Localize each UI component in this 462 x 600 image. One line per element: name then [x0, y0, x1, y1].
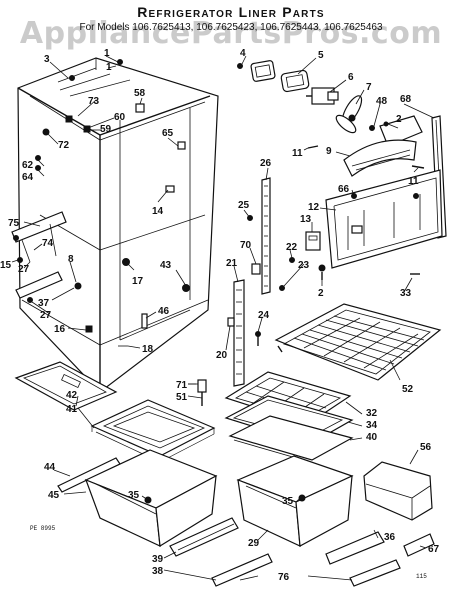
pan-handle-right-upper[interactable] — [325, 531, 385, 565]
shelf-track-upper[interactable] — [261, 177, 271, 295]
callout-3: 3 — [44, 54, 50, 65]
callout-26: 26 — [260, 158, 272, 169]
footer-left-code: PE 8995 — [30, 525, 56, 532]
callout-22: 22 — [286, 242, 298, 253]
leader-lines — [11, 55, 435, 581]
left-shelf-rails[interactable] — [11, 211, 82, 303]
callout-6: 6 — [348, 72, 354, 83]
callout-14: 14 — [152, 206, 164, 217]
callout-76: 76 — [278, 572, 290, 583]
callout-24: 24 — [258, 310, 270, 321]
drip-tray[interactable] — [14, 361, 118, 411]
callout-12: 12 — [308, 202, 320, 213]
fan-motor[interactable] — [306, 87, 339, 105]
air-duct[interactable] — [343, 139, 417, 177]
callout-71: 71 — [176, 380, 188, 391]
screws-right[interactable] — [307, 145, 425, 275]
diagram-title: Refrigerator Liner Parts — [137, 4, 325, 20]
callout-68: 68 — [400, 94, 412, 105]
watermark: AppliancePartsPros.com — [19, 16, 443, 51]
dairy-bin[interactable] — [363, 461, 433, 521]
callout-56: 56 — [420, 442, 432, 453]
evaporator-cover[interactable] — [325, 169, 443, 269]
callout-45: 45 — [48, 490, 60, 501]
light-housing[interactable] — [237, 60, 276, 82]
callout-5: 5 — [318, 50, 324, 61]
footer-right-code: 115 — [416, 573, 427, 580]
callout-9: 9 — [326, 146, 332, 157]
callout-35b: 35 — [282, 496, 294, 507]
callout-23: 23 — [298, 260, 310, 271]
callout-52: 52 — [402, 384, 414, 395]
callout-15: 15 — [0, 260, 12, 271]
callout-72: 72 — [58, 140, 70, 151]
callout-66: 66 — [338, 184, 350, 195]
cabinet-hardware[interactable] — [35, 59, 190, 347]
callout-59: 59 — [100, 124, 112, 135]
callout-36: 36 — [384, 532, 396, 543]
callout-38: 38 — [152, 566, 164, 577]
diagram-subtitle: For Models 106.7625413, 106.7625423, 106… — [79, 22, 383, 33]
callout-43: 43 — [160, 260, 172, 271]
dairy-bin-trim[interactable] — [403, 533, 435, 557]
callout-44: 44 — [44, 462, 56, 473]
wire-shelf[interactable] — [274, 303, 442, 381]
callout-51: 51 — [176, 392, 188, 403]
pan-handle-left-lower[interactable] — [211, 553, 273, 587]
callout-numbers: 3 1 1 73 58 60 59 72 62 64 65 14 75 74 1… — [0, 48, 440, 583]
callout-4: 4 — [240, 48, 246, 59]
callout-7: 7 — [366, 82, 372, 93]
callout-40: 40 — [366, 432, 378, 443]
callout-1b: 1 — [106, 62, 112, 73]
callout-13: 13 — [300, 214, 312, 225]
callout-25: 25 — [238, 200, 250, 211]
pan-handle-right-lower[interactable] — [349, 559, 401, 587]
callout-35: 35 — [128, 490, 140, 501]
shelf-track-lower[interactable] — [233, 279, 245, 387]
fan-shroud[interactable] — [369, 115, 423, 147]
callout-62: 62 — [22, 160, 34, 171]
callout-2: 2 — [396, 114, 402, 125]
callout-58: 58 — [134, 88, 146, 99]
defrost-control[interactable] — [305, 231, 326, 280]
callout-27b: 27 — [40, 310, 52, 321]
callout-1: 1 — [104, 48, 110, 59]
callout-27: 27 — [18, 264, 30, 275]
vegetable-pan[interactable] — [236, 455, 354, 547]
light-lens[interactable] — [280, 69, 310, 93]
cabinet-liner[interactable] — [17, 57, 219, 393]
callout-11: 11 — [292, 148, 303, 159]
callout-21: 21 — [226, 258, 238, 269]
callout-70: 70 — [240, 240, 252, 251]
callout-67: 67 — [428, 544, 440, 555]
callout-32: 32 — [366, 408, 378, 419]
callout-65: 65 — [162, 128, 174, 139]
callout-64: 64 — [22, 172, 34, 183]
callout-60: 60 — [114, 112, 126, 123]
callout-2b: 2 — [318, 288, 324, 299]
callout-73: 73 — [88, 96, 100, 107]
callout-29: 29 — [248, 538, 260, 549]
callout-34: 34 — [366, 420, 378, 431]
meat-pan[interactable] — [84, 449, 218, 548]
callout-18: 18 — [142, 344, 154, 355]
callout-8: 8 — [68, 254, 74, 265]
callout-11b: 11 — [408, 176, 419, 187]
callout-20: 20 — [216, 350, 228, 361]
callout-39: 39 — [152, 554, 164, 565]
callout-48: 48 — [376, 96, 388, 107]
callout-33: 33 — [400, 288, 412, 299]
callout-41: 41 — [66, 404, 78, 415]
callout-75: 75 — [8, 218, 20, 229]
callout-42: 42 — [66, 390, 78, 401]
callout-74: 74 — [42, 238, 54, 249]
callout-16: 16 — [54, 324, 66, 335]
callout-46: 46 — [158, 306, 170, 317]
callout-37: 37 — [38, 298, 50, 309]
callout-17: 17 — [132, 276, 144, 287]
